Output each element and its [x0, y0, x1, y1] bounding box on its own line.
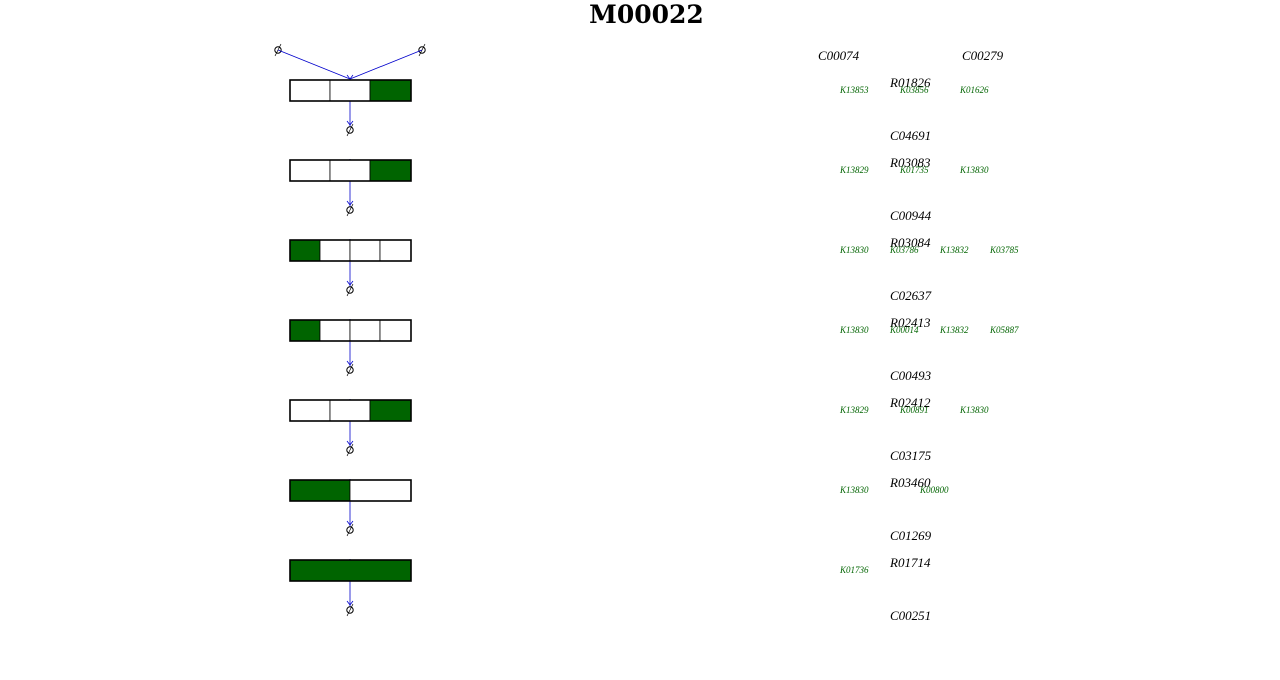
reaction-box-3: [289, 239, 412, 262]
arrow-into-node-7: [346, 600, 354, 606]
compound-label: C00251: [890, 608, 932, 623]
reaction-box-2: [289, 159, 412, 182]
product-node-6-tick: [346, 523, 354, 537]
compound-label: C00074: [818, 48, 860, 63]
product-node-3-tick: [346, 283, 354, 297]
compound-label: C00279: [962, 48, 1004, 63]
product-node-5-tick: [346, 443, 354, 457]
product-node-1-tick: [346, 123, 354, 137]
reaction-label: R02413: [890, 315, 931, 330]
reaction-box-cell: [289, 479, 351, 502]
reaction-box-cell: [349, 239, 381, 262]
compound-label: C03175: [890, 448, 932, 463]
reaction-box-cell: [289, 239, 321, 262]
reaction-box-cell: [289, 159, 331, 182]
ko-label: K13832: [940, 245, 969, 255]
ko-label: K05887: [990, 325, 1019, 335]
compound-label: C02637: [890, 288, 932, 303]
reaction-box-cell: [329, 399, 371, 422]
arrow-into-node-3: [346, 280, 354, 286]
reaction-box-cell: [289, 399, 331, 422]
ko-label: K03785: [990, 245, 1019, 255]
ko-label: K13829: [840, 405, 869, 415]
reaction-box-cell: [319, 319, 351, 342]
ko-label: K13853: [840, 85, 869, 95]
reaction-label: R03460: [890, 475, 931, 490]
arrow-into-node-2: [346, 200, 354, 206]
compound-label: C01269: [890, 528, 932, 543]
ko-label: K03786: [890, 245, 919, 255]
ko-label: K01736: [840, 565, 869, 575]
ko-label: K03856: [900, 85, 929, 95]
reaction-label: R03084: [890, 235, 931, 250]
ko-label: K00891: [900, 405, 929, 415]
product-node-4-tick: [346, 363, 354, 377]
edge-left-substrate: [277, 49, 351, 80]
ko-label: K13830: [840, 245, 869, 255]
reaction-box-cell: [349, 479, 412, 502]
reaction-box-4: [289, 319, 412, 342]
reaction-box-7: [289, 559, 412, 582]
reaction-label: R03083: [890, 155, 931, 170]
compound-label: C00493: [890, 368, 932, 383]
reaction-box-cell: [369, 79, 412, 102]
reaction-label: R02412: [890, 395, 931, 410]
reaction-box-6: [289, 479, 412, 502]
module-title: M00022: [589, 0, 704, 29]
ko-label: K13829: [840, 165, 869, 175]
arrow-into-node-6: [346, 520, 354, 526]
reaction-box-1: [289, 79, 412, 102]
ko-label: K00014: [890, 325, 919, 335]
edge-right-substrate: [349, 49, 423, 80]
ko-label: K01735: [900, 165, 929, 175]
reaction-box-cell: [379, 239, 412, 262]
compound-label: C00944: [890, 208, 932, 223]
product-node-7-tick: [346, 603, 354, 617]
reaction-box-cell: [369, 399, 412, 422]
ko-label: K13830: [840, 485, 869, 495]
reaction-box-cell: [329, 159, 371, 182]
ko-label: K13830: [840, 325, 869, 335]
ko-label: K01626: [960, 85, 989, 95]
ko-label: K13830: [960, 165, 989, 175]
arrow-into-node-1: [346, 120, 354, 126]
reaction-box-cell: [329, 79, 371, 102]
arrow-into-node-5: [346, 440, 354, 446]
reaction-box-cell: [349, 319, 381, 342]
arrow-into-node-4: [346, 360, 354, 366]
reaction-box-cell: [319, 239, 351, 262]
ko-label: K13832: [940, 325, 969, 335]
reaction-box-cell: [289, 559, 412, 582]
ko-label: K13830: [960, 405, 989, 415]
product-node-2-tick: [346, 203, 354, 217]
ko-label: K00800: [920, 485, 949, 495]
reaction-box-cell: [369, 159, 412, 182]
reaction-box-cell: [289, 79, 331, 102]
reaction-label: R01714: [890, 555, 931, 570]
reaction-box-cell: [379, 319, 412, 342]
reaction-box-5: [289, 399, 412, 422]
reaction-label: R01826: [890, 75, 931, 90]
compound-label: C04691: [890, 128, 932, 143]
reaction-box-cell: [289, 319, 321, 342]
